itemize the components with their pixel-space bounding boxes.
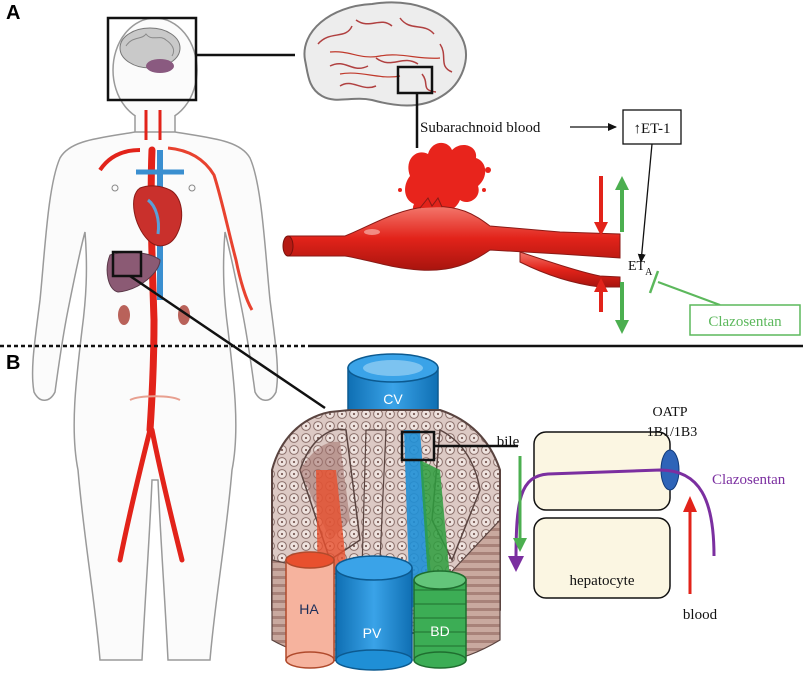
liver-lobule — [271, 353, 501, 671]
hepatocyte-cell-bottom — [533, 517, 671, 599]
clazosentan-inhibitor: Clazosentan — [648, 270, 801, 336]
brain-vessel-box — [396, 65, 434, 95]
vasoconstriction-arrows — [594, 176, 629, 334]
brain-inset-box — [106, 16, 198, 102]
liver-connector-line — [129, 274, 326, 410]
et1-to-eta-arrow — [637, 143, 653, 263]
oatp-label-line1: OATP — [652, 405, 687, 420]
body-brain-small — [119, 27, 181, 73]
et1-label: ↑ET-1 — [634, 121, 671, 137]
hepatocyte-label: hepatocyte — [570, 573, 635, 589]
clazosentan-transport-path — [508, 468, 716, 572]
panel-label-a: A — [6, 2, 21, 24]
cv-label: CV — [383, 391, 403, 407]
oatp-label-line2: 1B1/1B3 — [647, 425, 698, 440]
aneurysm-vessel — [282, 197, 621, 288]
subarachnoid-blood-label: Subarachnoid blood — [420, 120, 541, 136]
brain-illustration — [303, 1, 467, 107]
hemorrhage-blot — [405, 142, 486, 220]
blood-arrow — [683, 496, 697, 594]
et1-box — [622, 109, 682, 145]
clazosentan-label-b: Clazosentan — [712, 472, 786, 488]
pv-label: PV — [363, 625, 382, 641]
ha-label: HA — [299, 601, 319, 617]
bd-label: BD — [430, 623, 449, 639]
bile-label: bile — [497, 434, 520, 450]
bile-arrow — [513, 456, 527, 552]
clazosentan-label-a: Clazosentan — [708, 314, 782, 330]
panel-label-b: B — [6, 352, 21, 374]
blood-label: blood — [683, 607, 718, 623]
liver-inset-box — [111, 250, 143, 278]
eta-label: ETA — [628, 259, 653, 278]
